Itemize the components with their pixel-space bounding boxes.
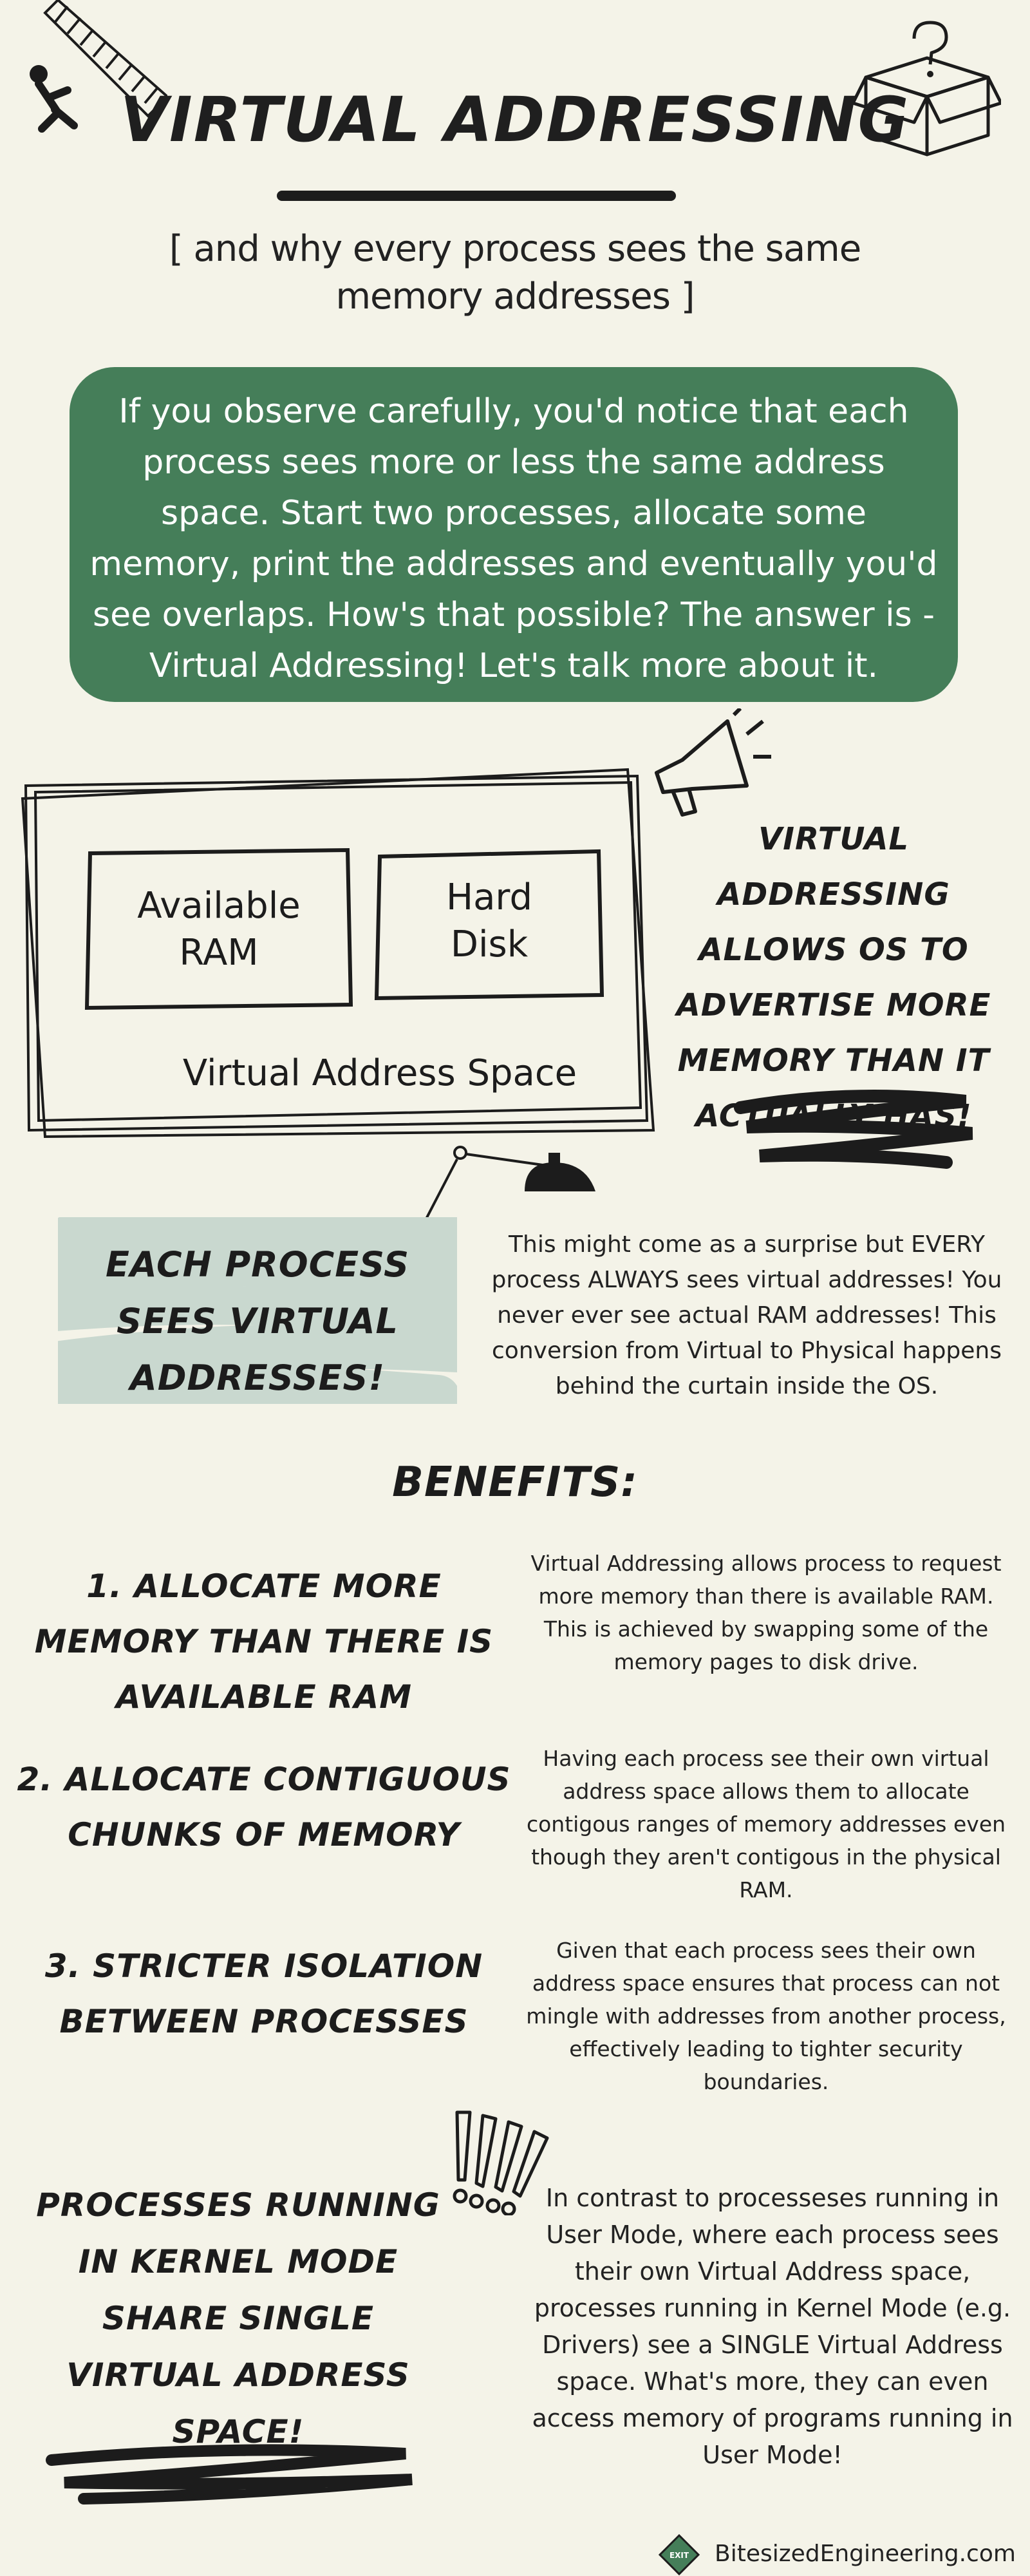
virtual-address-space-diagram: Available RAM Hard Disk Virtual Address … xyxy=(21,768,655,1139)
page-title: Virtual Addressing xyxy=(120,84,910,156)
disk-label-line2: Disk xyxy=(451,923,529,965)
virtual-address-space-label: Virtual Address Space xyxy=(183,1052,577,1094)
intro-box xyxy=(70,367,958,702)
benefit-2-title: 2. Allocate contiguous chunks of memory xyxy=(17,1761,511,1853)
benefit-3-desc: Given that each process sees their own a… xyxy=(526,1938,1006,2094)
brush-stroke-decoration xyxy=(734,1090,973,1169)
kernel-mode-title: Processes running in Kernel mode share s… xyxy=(36,2186,440,2450)
exclamation-marks-icon xyxy=(453,2110,549,2215)
ram-label-line2: RAM xyxy=(179,932,258,974)
benefit-1-desc: Virtual Addressing allows process to req… xyxy=(530,1551,1002,1674)
each-process-text: This might come as a surprise but EVERY … xyxy=(491,1231,1002,1399)
disk-label-line1: Hard xyxy=(446,876,532,918)
intro-text: If you observe carefully, you'd notice t… xyxy=(89,392,938,685)
exit-sign-icon: EXIT xyxy=(658,2534,700,2576)
page-subtitle: [ and why every process sees the same me… xyxy=(169,228,861,317)
brush-stroke-decoration-2 xyxy=(46,2444,413,2505)
person-pushing-wall-icon xyxy=(30,0,167,133)
benefit-2-desc: Having each process see their own virtua… xyxy=(526,1746,1006,1902)
footer-site-link[interactable]: BitesizedEngineering.com xyxy=(715,2541,1016,2567)
exit-sign-label: EXIT xyxy=(670,2551,689,2560)
title-underline xyxy=(277,191,676,201)
sage-brush-background xyxy=(58,1217,457,1404)
benefit-3-title: 3. Stricter isolation between processes xyxy=(44,1947,483,2040)
benefits-heading: Benefits: xyxy=(392,1459,638,1506)
megaphone-icon xyxy=(655,708,771,817)
ram-label-line1: Available xyxy=(137,885,300,927)
kernel-mode-text: In contrast to processeses running in Us… xyxy=(532,2184,1013,2469)
each-process-title: Each Process sees Virtual Addresses! xyxy=(105,1244,410,1398)
mystery-box-icon xyxy=(853,21,1001,156)
benefit-1-title: 1. Allocate more memory than there is av… xyxy=(34,1567,494,1716)
